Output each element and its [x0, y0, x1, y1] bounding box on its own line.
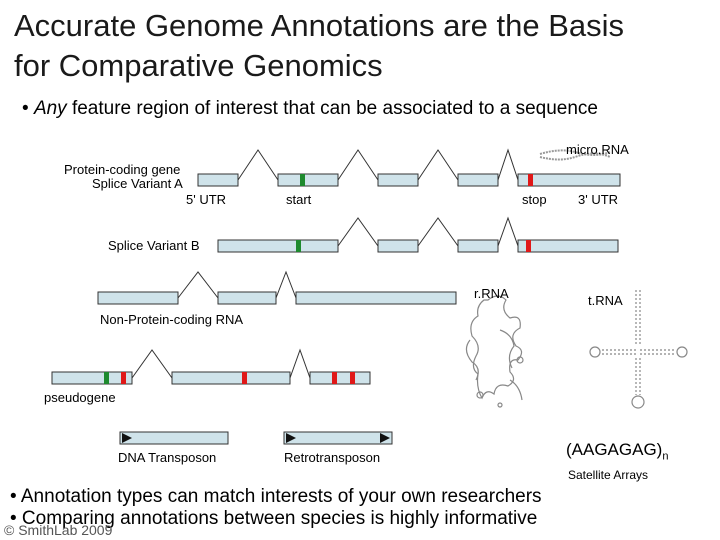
exon [51, 371, 133, 385]
ltr-arrow-icon [380, 433, 390, 443]
exon [457, 239, 499, 253]
stop-codon-marker [332, 372, 337, 384]
intron [237, 149, 279, 181]
terminal-repeat-arrow-icon [122, 433, 132, 443]
start-codon-marker [296, 240, 301, 252]
exon [457, 173, 499, 187]
intron [497, 216, 519, 247]
intron [131, 349, 173, 379]
stop-codon-marker [528, 174, 533, 186]
bullet-annotation-types: • Annotation types can match interests o… [10, 486, 542, 507]
label-protein-coding-gene: Protein-coding gene [64, 162, 181, 177]
intron [289, 348, 311, 379]
exon [517, 173, 621, 187]
label-non-protein-coding-rna: Non-Protein-coding RNA [100, 312, 244, 327]
exon [217, 239, 339, 253]
retrotransposon-body [283, 431, 393, 445]
intron [497, 148, 519, 181]
intron [337, 149, 379, 181]
start-codon-marker [300, 174, 305, 186]
rrna-structure-icon [465, 295, 524, 408]
intron [417, 149, 459, 181]
retrotransposon-element [283, 431, 393, 445]
stop-codon-marker [242, 372, 247, 384]
label-satellite-sequence: (AAGAGAG)n [566, 440, 669, 463]
exon [377, 173, 419, 187]
non-protein-coding-rna-track [97, 270, 457, 305]
emphasis-any: Any [33, 98, 67, 119]
intron [417, 217, 459, 247]
label-3-utr: 3' UTR [578, 192, 619, 207]
intron [337, 217, 379, 247]
intron [177, 271, 219, 299]
dna-transposon-element [119, 431, 229, 445]
exon [197, 173, 239, 187]
splice-variant-a-track [197, 148, 621, 187]
label-retrotransposon: Retrotransposon [284, 450, 381, 465]
trna-structure-icon [589, 290, 688, 409]
stop-codon-marker [526, 240, 531, 252]
label-start: start [286, 192, 312, 207]
copyright-notice: © SmithLab 2009 [4, 522, 113, 538]
label-pseudogene: pseudogene [44, 390, 116, 405]
exon [295, 291, 457, 305]
exon [171, 371, 291, 385]
label-splice-variant-a: Splice Variant A [92, 176, 183, 191]
ltr-arrow-icon [286, 433, 296, 443]
start-codon-marker [104, 372, 109, 384]
exon [309, 371, 371, 385]
title-line-2: for Comparative Genomics [14, 48, 383, 83]
transposon-body [119, 431, 229, 445]
stop-codon-marker [350, 372, 355, 384]
label-dna-transposon: DNA Transposon [118, 450, 217, 465]
label-5-utr: 5' UTR [186, 192, 227, 207]
label-satellite-subscript: n [662, 450, 669, 463]
label-satellite-arrays: Satellite Arrays [568, 468, 649, 482]
label-stop: stop [522, 192, 547, 207]
bullet-any-feature: • Any feature region of interest that ca… [22, 98, 598, 119]
label-rrna: r.RNA [474, 286, 509, 301]
label-splice-variant-b: Splice Variant B [108, 238, 200, 253]
stop-codon-marker [121, 372, 126, 384]
exon [517, 239, 619, 253]
label-trna: t.RNA [588, 293, 623, 308]
exon [217, 291, 277, 305]
exon [277, 173, 339, 187]
title-line-1: Accurate Genome Annotations are the Basi… [14, 8, 625, 43]
slide-title: Accurate Genome Annotations are the Basi… [14, 6, 624, 86]
exon [377, 239, 419, 253]
label-microrna: micro.RNA [566, 142, 629, 157]
exon [97, 291, 179, 305]
bullet-comparing-annotations: • Comparing annotations between species … [10, 508, 538, 529]
microrna-structure-icon [539, 149, 611, 161]
splice-variant-b-track [217, 216, 619, 253]
intron [275, 270, 297, 299]
pseudogene-track [51, 348, 371, 385]
